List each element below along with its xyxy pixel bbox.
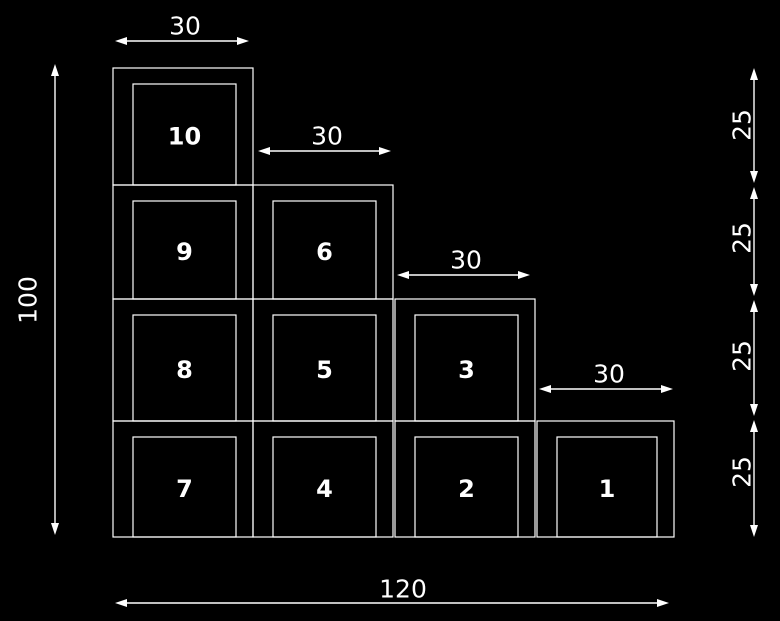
dim-arrow-col-1 [115, 37, 249, 45]
module-inner-frame [272, 200, 377, 300]
module-3: 3 [394, 298, 536, 422]
dim-row-height-1: 25 [728, 456, 757, 488]
arrowhead-up [750, 68, 758, 80]
dim-arrow-col-2 [258, 147, 391, 155]
arrowhead-up [51, 64, 59, 76]
arrowhead-up [750, 300, 758, 312]
module-inner-frame [414, 436, 519, 538]
dim-arrow-row-2 [750, 300, 758, 416]
dim-col-width-2: 30 [311, 122, 343, 151]
module-number: 7 [176, 475, 193, 503]
dim-col-width-1: 30 [169, 12, 201, 41]
arrowhead-down [750, 284, 758, 296]
arrowhead-up [750, 420, 758, 432]
dim-col-width-3: 30 [450, 246, 482, 275]
module-inner-frame [414, 314, 519, 422]
module-number: 5 [316, 356, 333, 384]
dim-arrow-row-1 [750, 420, 758, 537]
module-number: 4 [316, 475, 333, 503]
arrowhead-right [518, 271, 530, 279]
arrowhead-left [258, 147, 270, 155]
module-inner-frame [272, 436, 377, 538]
dim-row-height-3: 25 [728, 222, 757, 254]
dim-arrow-total-height [51, 64, 59, 535]
dim-arrow-row-4 [750, 68, 758, 183]
dimension-annotations: 30 30 30 30 120 100 25 25 25 25 [14, 12, 757, 604]
module-inner-frame [132, 436, 237, 538]
arrowhead-right [237, 37, 249, 45]
module-inner-frame [132, 83, 237, 186]
arrowhead-left [539, 385, 551, 393]
module-inner-frame [556, 436, 658, 538]
module-9: 9 [112, 184, 254, 300]
dim-total-width: 120 [379, 575, 427, 604]
module-10: 10 [112, 67, 254, 186]
arrowhead-left [115, 599, 127, 607]
arrowhead-right [657, 599, 669, 607]
module-inner-frame [132, 314, 237, 422]
dimension-lines [51, 37, 758, 607]
module-inner-frame [132, 200, 237, 300]
module-number: 6 [316, 238, 333, 266]
dim-total-height: 100 [14, 276, 43, 324]
module-number: 8 [176, 356, 193, 384]
dim-row-height-2: 25 [728, 340, 757, 372]
arrowhead-left [115, 37, 127, 45]
module-number: 10 [168, 123, 201, 151]
dim-arrow-col-3 [397, 271, 530, 279]
module-boxes: 1 2 3 4 5 6 7 8 9 10 [112, 67, 675, 538]
module-inner-frame [272, 314, 377, 422]
arrowhead-down [750, 171, 758, 183]
arrowhead-right [379, 147, 391, 155]
module-number: 1 [599, 475, 616, 503]
dim-row-height-4: 25 [728, 109, 757, 141]
module-1: 1 [536, 420, 675, 538]
arrowhead-down [51, 523, 59, 535]
arrowhead-down [750, 525, 758, 537]
arrowhead-left [397, 271, 409, 279]
arrowhead-down [750, 404, 758, 416]
dim-col-width-4: 30 [593, 360, 625, 389]
module-number: 3 [458, 356, 475, 384]
arrowhead-right [661, 385, 673, 393]
dim-arrow-row-3 [750, 187, 758, 296]
module-number: 2 [458, 475, 475, 503]
dim-arrow-total-width [115, 599, 669, 607]
arrowhead-up [750, 187, 758, 199]
dim-arrow-col-4 [539, 385, 673, 393]
module-number: 9 [176, 238, 193, 266]
